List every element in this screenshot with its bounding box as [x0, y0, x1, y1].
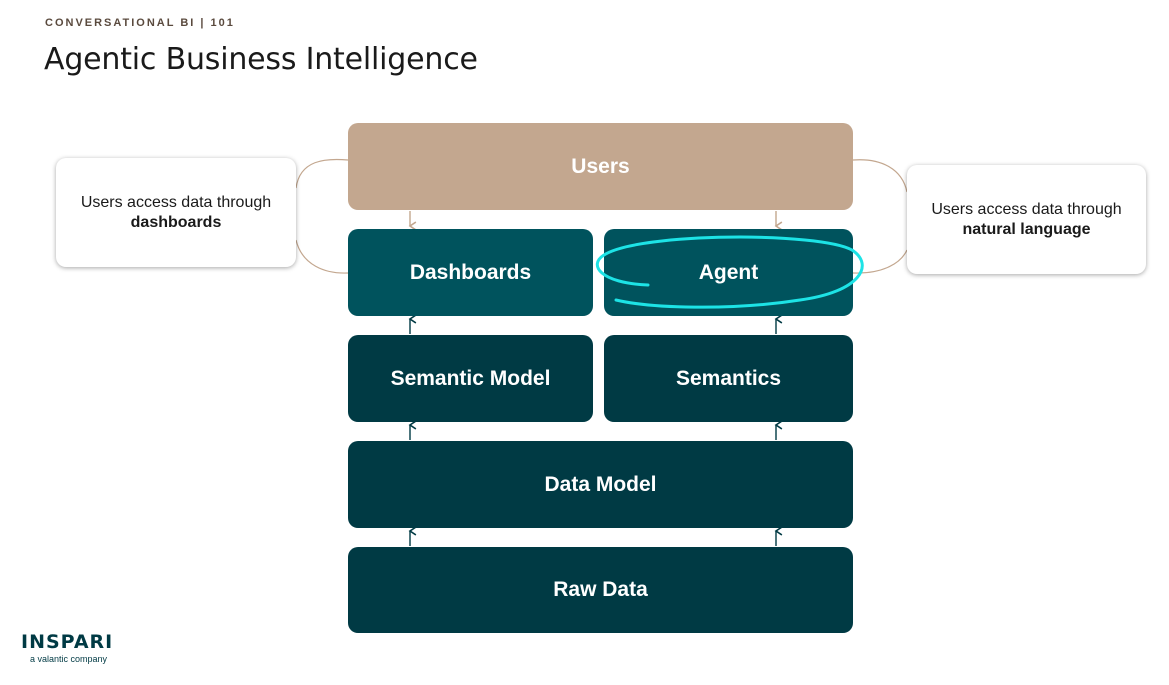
semantics-box: Semantics	[604, 335, 853, 422]
company-logo: INSPARI a valantic company	[21, 632, 113, 664]
callout-natural-language: Users access data through natural langua…	[907, 165, 1146, 274]
left-connector-bottom	[295, 239, 349, 274]
callout-natural-language-emphasis: natural language	[962, 220, 1091, 238]
left-connector-top	[295, 158, 349, 189]
callout-dashboards-emphasis: dashboards	[130, 213, 222, 231]
logo-wordmark: INSPARI	[21, 631, 114, 653]
page-title: Agentic Business Intelligence	[44, 42, 478, 77]
logo-tagline: a valantic company	[30, 654, 108, 664]
users-layer: Users	[348, 123, 853, 210]
agent-box: Agent	[604, 229, 853, 316]
dashboards-box: Dashboards	[348, 229, 593, 316]
raw-data-layer: Raw Data	[348, 547, 853, 633]
callout-dashboards-text: Users access data through	[80, 193, 272, 211]
callout-natural-language-text: Users access data through	[931, 200, 1122, 218]
callout-dashboards: Users access data through dashboards	[56, 158, 296, 267]
right-connector-bottom	[852, 249, 908, 274]
right-connector-top	[852, 159, 908, 193]
semantic-model-box: Semantic Model	[348, 335, 593, 422]
section-kicker: CONVERSATIONAL BI | 101	[45, 17, 235, 29]
data-model-layer: Data Model	[348, 441, 853, 528]
